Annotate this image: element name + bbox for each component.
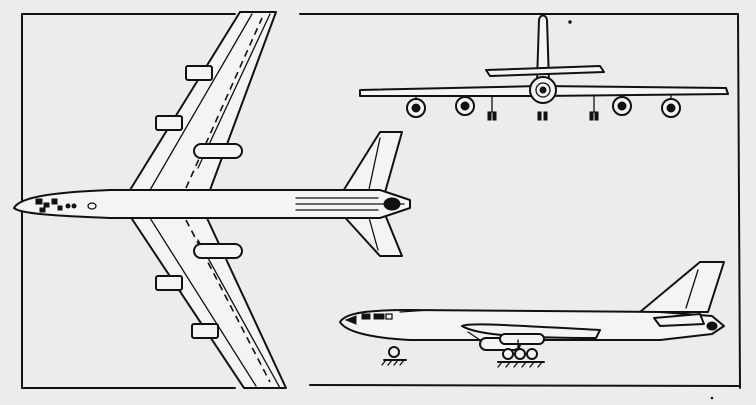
- front-view-landing-gear: [487, 95, 599, 121]
- upper-wing: [129, 11, 277, 191]
- side-view-tailplane: [653, 313, 705, 327]
- front-view: [359, 14, 729, 121]
- side-view-fuselage: [339, 309, 725, 341]
- front-view-fuselage: [529, 76, 557, 104]
- front-view-fin: [536, 14, 550, 83]
- side-view-cockpit: [344, 309, 431, 325]
- side-view-rudder-line: [685, 269, 699, 309]
- side-view-nose-gear: [381, 346, 407, 366]
- side-view-fin: [639, 261, 725, 313]
- side-view: [339, 261, 725, 368]
- lower-wing: [129, 215, 287, 389]
- side-view-engines: [467, 331, 545, 351]
- front-view-tailplane: [485, 65, 605, 77]
- top-view-fuselage: [13, 189, 411, 219]
- side-view-main-gear: [497, 339, 545, 368]
- lower-engine-pods: [155, 243, 243, 339]
- upper-engine-pods: [155, 65, 243, 159]
- top-view-cockpit: [35, 198, 97, 213]
- side-view-wing: [461, 323, 601, 339]
- top-view: [13, 11, 411, 389]
- front-view-pylons: [415, 95, 672, 100]
